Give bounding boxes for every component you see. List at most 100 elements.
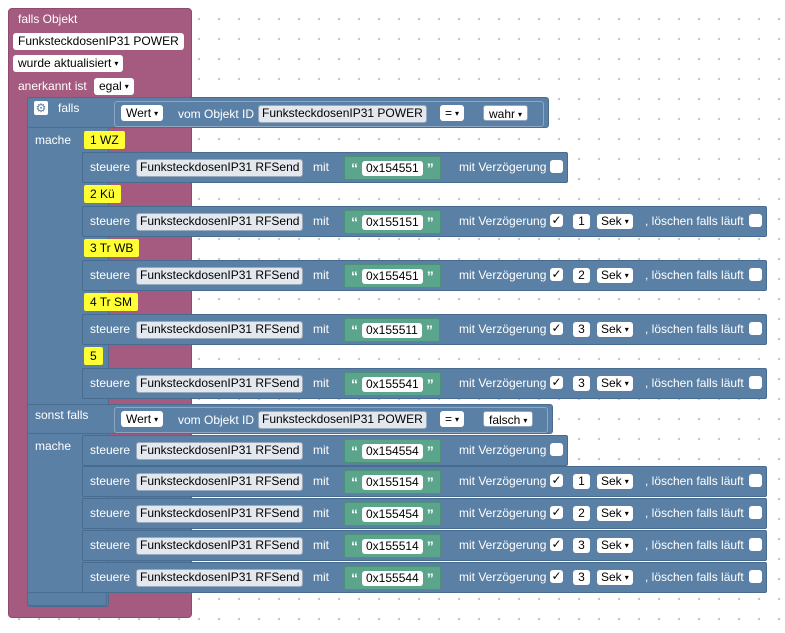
- open-quote-icon: “: [351, 322, 358, 338]
- text-block[interactable]: “ 0x155454 ”: [344, 502, 441, 526]
- cond2-field-dropdown[interactable]: Wert▾: [121, 411, 164, 427]
- delay-checkbox[interactable]: ✓: [550, 569, 563, 583]
- clear-checkbox[interactable]: [749, 570, 762, 583]
- code-value[interactable]: 0x155541: [362, 376, 423, 392]
- if-label: falls: [58, 101, 80, 115]
- device-id[interactable]: FunksteckdosenIP31 RFSend: [136, 537, 304, 555]
- code-value[interactable]: 0x155511: [362, 322, 422, 338]
- clear-label: , löschen falls läuft: [645, 214, 744, 228]
- cond2-value-dropdown[interactable]: falsch▾: [483, 411, 534, 427]
- unit-dropdown[interactable]: Sek▾: [597, 268, 633, 283]
- close-quote-icon: ”: [426, 570, 434, 586]
- cond2-operator-dropdown[interactable]: =▾: [440, 411, 465, 427]
- code-value[interactable]: 0x154554: [362, 443, 423, 459]
- device-id[interactable]: FunksteckdosenIP31 RFSend: [136, 267, 304, 285]
- cond1-operator-dropdown[interactable]: =▾: [440, 105, 465, 121]
- gear-icon[interactable]: gear-icon: [34, 101, 48, 115]
- delay-seconds[interactable]: 3: [573, 570, 590, 585]
- text-block[interactable]: “ 0x155151 ”: [344, 210, 441, 234]
- delay-seconds[interactable]: 2: [573, 506, 590, 521]
- code-value[interactable]: 0x155544: [362, 570, 423, 586]
- unit-dropdown[interactable]: Sek▾: [597, 506, 633, 521]
- text-block[interactable]: “ 0x155511 ”: [344, 318, 440, 342]
- delay-seconds[interactable]: 1: [573, 474, 590, 489]
- code-value[interactable]: 0x155514: [362, 538, 423, 554]
- open-quote-icon: “: [351, 214, 358, 230]
- clear-checkbox[interactable]: [749, 214, 762, 227]
- clear-checkbox[interactable]: [749, 538, 762, 551]
- delay-checkbox[interactable]: ✓: [550, 213, 563, 227]
- delay-seconds[interactable]: 3: [573, 376, 590, 391]
- delay-checkbox[interactable]: [550, 443, 563, 456]
- code-value[interactable]: 0x155451: [362, 268, 423, 284]
- device-id[interactable]: FunksteckdosenIP31 RFSend: [136, 213, 304, 231]
- cond1-value-dropdown[interactable]: wahr▾: [483, 105, 529, 121]
- code-value[interactable]: 0x154551: [362, 160, 423, 176]
- unit-dropdown[interactable]: Sek▾: [597, 376, 633, 391]
- text-block[interactable]: “ 0x155514 ”: [344, 534, 441, 558]
- open-quote-icon: “: [351, 570, 358, 586]
- chevron-down-icon: ▾: [523, 416, 528, 425]
- delay-checkbox[interactable]: ✓: [550, 505, 563, 519]
- clear-checkbox[interactable]: [749, 268, 762, 281]
- steuere-label: steuere: [90, 214, 131, 228]
- comment-2[interactable]: 2 Kü: [84, 185, 121, 203]
- steuere-label: steuere: [90, 268, 131, 282]
- clear-checkbox[interactable]: [749, 474, 762, 487]
- device-id[interactable]: FunksteckdosenIP31 RFSend: [136, 569, 304, 587]
- open-quote-icon: “: [351, 268, 358, 284]
- text-block[interactable]: “ 0x155544 ”: [344, 566, 441, 590]
- delay-checkbox[interactable]: ✓: [550, 321, 563, 335]
- text-block[interactable]: “ 0x155541 ”: [344, 372, 441, 396]
- close-quote-icon: ”: [426, 443, 434, 459]
- event-object-id[interactable]: FunksteckdosenIP31 POWER: [13, 33, 184, 50]
- comment-1[interactable]: 1 WZ: [84, 131, 125, 149]
- unit-dropdown[interactable]: Sek▾: [597, 322, 633, 337]
- comment-5[interactable]: 5: [84, 347, 103, 365]
- delay-checkbox[interactable]: [550, 160, 563, 173]
- unit-dropdown[interactable]: Sek▾: [597, 214, 633, 229]
- unit-dropdown[interactable]: Sek▾: [597, 538, 633, 553]
- mit-label: mit: [313, 214, 329, 228]
- unit-dropdown[interactable]: Sek▾: [597, 570, 633, 585]
- unit-dropdown[interactable]: Sek▾: [597, 474, 633, 489]
- cond2-object-id[interactable]: FunksteckdosenIP31 POWER: [258, 411, 427, 429]
- text-block[interactable]: “ 0x155154 ”: [344, 470, 441, 494]
- delay-checkbox[interactable]: ✓: [550, 473, 563, 487]
- code-value[interactable]: 0x155154: [362, 474, 423, 490]
- device-id[interactable]: FunksteckdosenIP31 RFSend: [136, 505, 304, 523]
- close-quote-icon: ”: [426, 214, 434, 230]
- delay-seconds[interactable]: 1: [573, 214, 590, 229]
- device-id[interactable]: FunksteckdosenIP31 RFSend: [136, 375, 304, 393]
- device-id[interactable]: FunksteckdosenIP31 RFSend: [136, 473, 304, 491]
- clear-label: , löschen falls läuft: [645, 538, 744, 552]
- device-id[interactable]: FunksteckdosenIP31 RFSend: [136, 159, 304, 177]
- delay-checkbox[interactable]: ✓: [550, 375, 563, 389]
- delay-label: mit Verzögerung: [459, 506, 547, 520]
- text-block[interactable]: “ 0x154554 ”: [344, 439, 441, 463]
- cond1-object-id[interactable]: FunksteckdosenIP31 POWER: [258, 105, 427, 123]
- ack-dropdown[interactable]: egal▾: [94, 78, 134, 95]
- event-trigger-dropdown[interactable]: wurde aktualisiert▾: [13, 55, 124, 72]
- delay-seconds[interactable]: 2: [573, 268, 590, 283]
- steuere-label: steuere: [90, 160, 131, 174]
- clear-checkbox[interactable]: [749, 506, 762, 519]
- delay-checkbox[interactable]: ✓: [550, 267, 563, 281]
- open-quote-icon: “: [351, 376, 358, 392]
- delay-checkbox[interactable]: ✓: [550, 537, 563, 551]
- delay-seconds[interactable]: 3: [573, 538, 590, 553]
- device-id[interactable]: FunksteckdosenIP31 RFSend: [136, 321, 304, 339]
- text-block[interactable]: “ 0x154551 ”: [344, 156, 441, 180]
- clear-checkbox[interactable]: [749, 322, 762, 335]
- delay-seconds[interactable]: 3: [573, 322, 590, 337]
- comment-3[interactable]: 3 Tr WB: [84, 239, 140, 257]
- cond1-field-dropdown[interactable]: Wert▾: [121, 105, 164, 121]
- mit-label: mit: [313, 376, 329, 390]
- code-value[interactable]: 0x155151: [362, 214, 423, 230]
- device-id[interactable]: FunksteckdosenIP31 RFSend: [136, 442, 304, 460]
- code-value[interactable]: 0x155454: [362, 506, 423, 522]
- text-block[interactable]: “ 0x155451 ”: [344, 264, 441, 288]
- comment-4[interactable]: 4 Tr SM: [84, 293, 139, 311]
- clear-label: , löschen falls läuft: [645, 506, 744, 520]
- clear-checkbox[interactable]: [749, 376, 762, 389]
